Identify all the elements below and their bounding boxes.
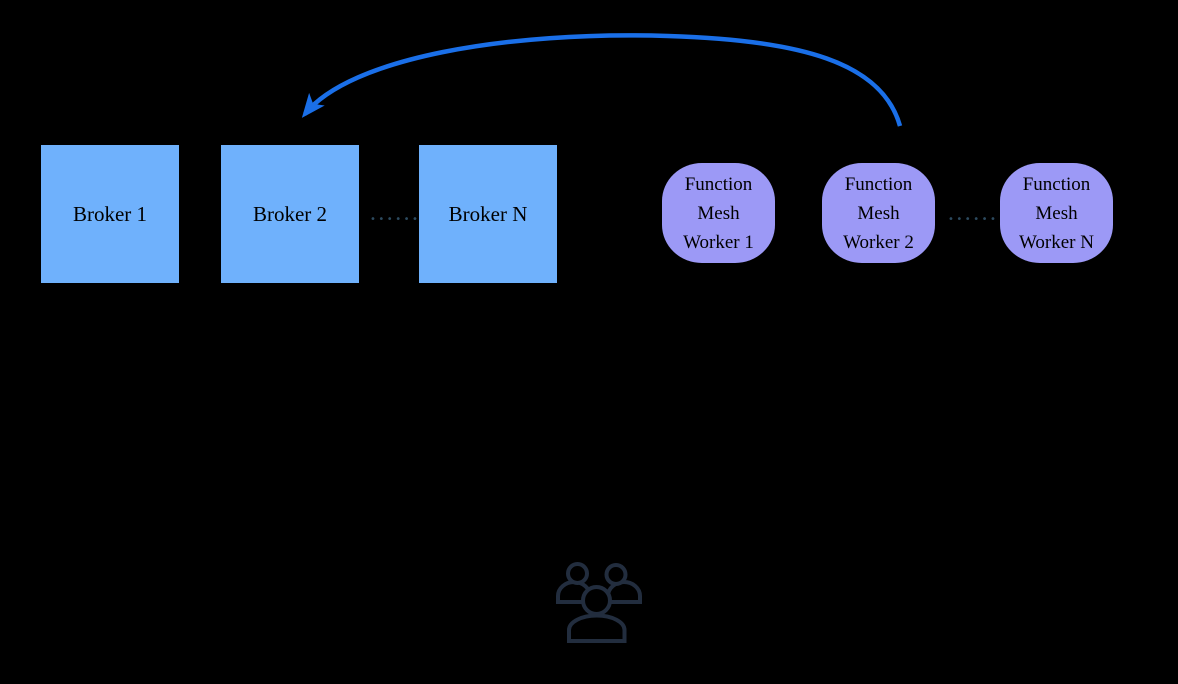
worker-2-label-line: Function	[844, 173, 913, 195]
broker-2-node: Broker 2	[221, 145, 359, 283]
broker-n-label: Broker N	[448, 201, 528, 226]
broker-1-label: Broker 1	[72, 201, 148, 226]
worker-1-label-line: Worker 1	[683, 231, 754, 253]
worker-2-label-line: Mesh	[857, 202, 900, 224]
broker-ellipsis-dots: ••••••	[370, 214, 421, 225]
users-group-icon	[556, 562, 642, 643]
worker-n-label-line: Function	[1022, 173, 1091, 195]
function-mesh-worker-1-node: Function Mesh Worker 1	[662, 163, 775, 263]
broker-n-node: Broker N	[419, 145, 557, 283]
broker-1-node: Broker 1	[41, 145, 179, 283]
worker-1-label-line: Function	[684, 173, 753, 195]
worker-ellipsis-dots: ••••••	[948, 214, 999, 225]
worker-2-label-line: Worker 2	[843, 231, 914, 253]
worker-n-label-line: Worker N	[1019, 231, 1094, 253]
worker-1-label-line: Mesh	[697, 202, 740, 224]
function-mesh-worker-n-node: Function Mesh Worker N	[1000, 163, 1113, 263]
function-mesh-worker-2-node: Function Mesh Worker 2	[822, 163, 935, 263]
worker-n-label-line: Mesh	[1035, 202, 1078, 224]
broker-2-label: Broker 2	[252, 201, 328, 226]
